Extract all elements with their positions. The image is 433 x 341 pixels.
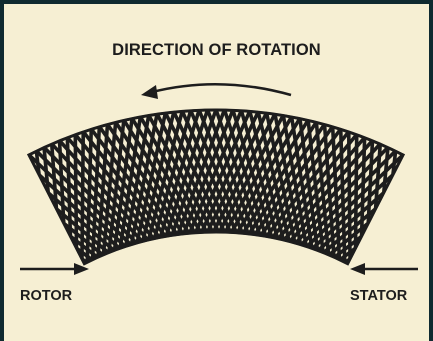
hatch-line bbox=[193, 109, 255, 246]
hatch-line bbox=[338, 118, 347, 264]
hatch-line bbox=[108, 112, 197, 244]
diagram-frame: DIRECTION OF ROTATION ROTOR STATOR bbox=[4, 4, 429, 341]
hatch-line bbox=[202, 109, 260, 246]
hatch-line bbox=[83, 119, 180, 246]
hatch-line bbox=[100, 114, 192, 245]
stator-label: STATOR bbox=[350, 288, 408, 304]
hatch-line bbox=[346, 121, 352, 264]
hatch-line bbox=[313, 111, 332, 264]
hatch-line bbox=[28, 154, 124, 260]
hatch-line bbox=[236, 109, 283, 251]
hatch-line bbox=[185, 109, 249, 245]
hatch-line bbox=[245, 109, 289, 252]
interaction-band bbox=[26, 108, 406, 266]
hatch-line bbox=[176, 109, 243, 244]
hatch-line bbox=[262, 109, 300, 255]
hatch-line bbox=[279, 109, 311, 258]
hatch-line bbox=[210, 109, 266, 247]
hatch-line bbox=[296, 109, 321, 262]
hatch-line bbox=[67, 125, 169, 248]
hatch-line bbox=[271, 109, 305, 257]
hatch-line bbox=[228, 109, 277, 249]
hatch-line bbox=[322, 113, 337, 264]
hatch-line bbox=[51, 131, 157, 250]
hatch-line bbox=[28, 146, 135, 256]
hatch-line bbox=[305, 109, 327, 264]
hatch-line bbox=[43, 135, 152, 252]
crosshatch-pattern bbox=[28, 109, 404, 264]
hatch-line bbox=[330, 116, 342, 264]
rotor-label: ROTOR bbox=[20, 288, 73, 304]
hatch-line bbox=[353, 124, 359, 264]
hatch-line bbox=[133, 109, 215, 243]
hatch-line bbox=[59, 128, 163, 249]
hatch-line bbox=[91, 117, 186, 245]
hatch-line bbox=[142, 109, 220, 243]
hatch-line bbox=[159, 109, 232, 244]
arrow-right-icon bbox=[20, 263, 89, 275]
hatch-line bbox=[288, 109, 316, 260]
rotor-stator-diagram bbox=[20, 83, 418, 275]
hatch-line bbox=[28, 142, 141, 255]
hatch-line bbox=[219, 109, 272, 248]
hatch-line bbox=[35, 138, 146, 253]
curved-arrow-left-icon bbox=[141, 83, 292, 99]
hatch-line bbox=[150, 109, 226, 243]
hatch-line bbox=[125, 109, 209, 244]
hatch-line bbox=[75, 122, 174, 247]
hatch-line bbox=[254, 109, 294, 253]
band-outline bbox=[26, 108, 406, 266]
arrow-left-icon bbox=[350, 263, 418, 275]
hatch-line bbox=[167, 109, 238, 244]
diagram-title: DIRECTION OF ROTATION bbox=[112, 41, 321, 59]
hatch-line bbox=[116, 110, 203, 244]
